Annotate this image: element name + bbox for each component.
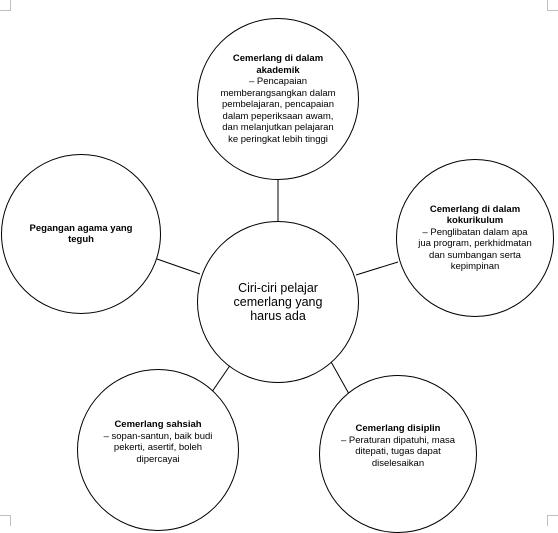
node-discipline: Cemerlang disiplin – Peraturan dipatuhi,… bbox=[319, 375, 477, 533]
node-academic: Cemerlang di dalam akademik – Pencapaian… bbox=[197, 18, 359, 180]
node-cocurricular: Cemerlang di dalam kokurikulum – Penglib… bbox=[396, 159, 554, 317]
node-center-label: Ciri-ciri pelajar cemerlang yang harus a… bbox=[233, 281, 323, 323]
node-character-title: Cemerlang sahsiah bbox=[114, 419, 202, 430]
node-academic-description: – Pencapaian memberangsangkan dalam pemb… bbox=[220, 76, 336, 145]
node-discipline-title: Cemerlang disiplin bbox=[355, 423, 441, 434]
page-corner-mark-top-left bbox=[0, 0, 11, 11]
connector-center-religion bbox=[156, 258, 201, 275]
page-corner-mark-bottom-left bbox=[0, 515, 11, 526]
node-cocurricular-title: Cemerlang di dalam kokurikulum bbox=[429, 203, 521, 227]
node-academic-title: Cemerlang di dalam akademik bbox=[232, 53, 324, 76]
page-corner-mark-top-right bbox=[547, 0, 558, 11]
page-corner-mark-bottom-right bbox=[547, 515, 558, 526]
node-character-description: – sopan-santun, baik budi pekerti, asert… bbox=[103, 430, 213, 465]
node-religion: Pegangan agama yang teguh bbox=[1, 154, 161, 314]
node-character: Cemerlang sahsiah – sopan-santun, baik b… bbox=[77, 369, 239, 531]
node-discipline-description: – Peraturan dipatuhi, masa ditepati, tug… bbox=[340, 434, 456, 469]
node-cocurricular-description: – Penglibatan dalam apa jua program, per… bbox=[418, 226, 532, 273]
connector-center-cocurricular bbox=[355, 261, 399, 276]
node-center: Ciri-ciri pelajar cemerlang yang harus a… bbox=[197, 221, 359, 383]
node-religion-title: Pegangan agama yang teguh bbox=[29, 222, 133, 246]
